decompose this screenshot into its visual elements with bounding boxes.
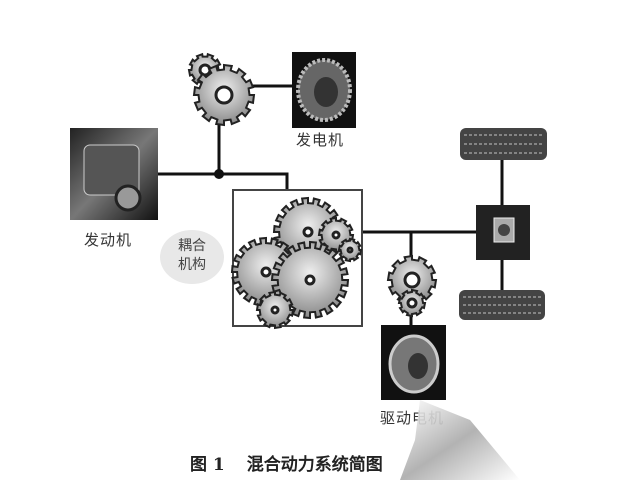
gear-group <box>187 52 438 330</box>
tire-bottom <box>459 290 545 320</box>
figure-title: 混合动力系统简图 <box>246 455 383 475</box>
drive-motor-image <box>381 325 446 400</box>
coupling-gear-tiny-icon-hub <box>346 246 354 254</box>
coupling-gear-left-icon-hub <box>260 266 272 278</box>
generator-image <box>292 52 356 128</box>
figure-caption: 图 1 混合动力系统简图 <box>190 450 383 475</box>
coupling-gear-big-icon-hub <box>304 274 316 286</box>
coupling-label-line1: 耦合 <box>178 238 206 254</box>
figure-number: 图 1 <box>190 455 225 475</box>
coupling-label-line2: 机构 <box>178 257 206 273</box>
motor-gear-icon-hub <box>403 271 421 289</box>
drive-motor-label: 驱动电机 <box>380 409 445 427</box>
junction-dot <box>214 169 224 179</box>
coupling-gear-top-icon-hub <box>302 226 314 238</box>
differential-image <box>476 205 530 260</box>
tire-top <box>460 128 547 160</box>
engine-label: 发动机 <box>84 231 133 249</box>
generator-label: 发电机 <box>296 131 345 149</box>
connection-lines <box>158 84 504 328</box>
engine-image <box>70 128 158 220</box>
generator-gear-icon-hub <box>214 85 234 105</box>
coupling-gear-small-icon-hub <box>331 230 341 240</box>
motor-small-gear-icon-hub <box>406 297 418 309</box>
coupling-bubble: 耦合 机构 <box>160 230 224 284</box>
coupling-gear-bottom-icon-hub <box>270 305 280 315</box>
engine-shaft-line <box>158 172 289 190</box>
